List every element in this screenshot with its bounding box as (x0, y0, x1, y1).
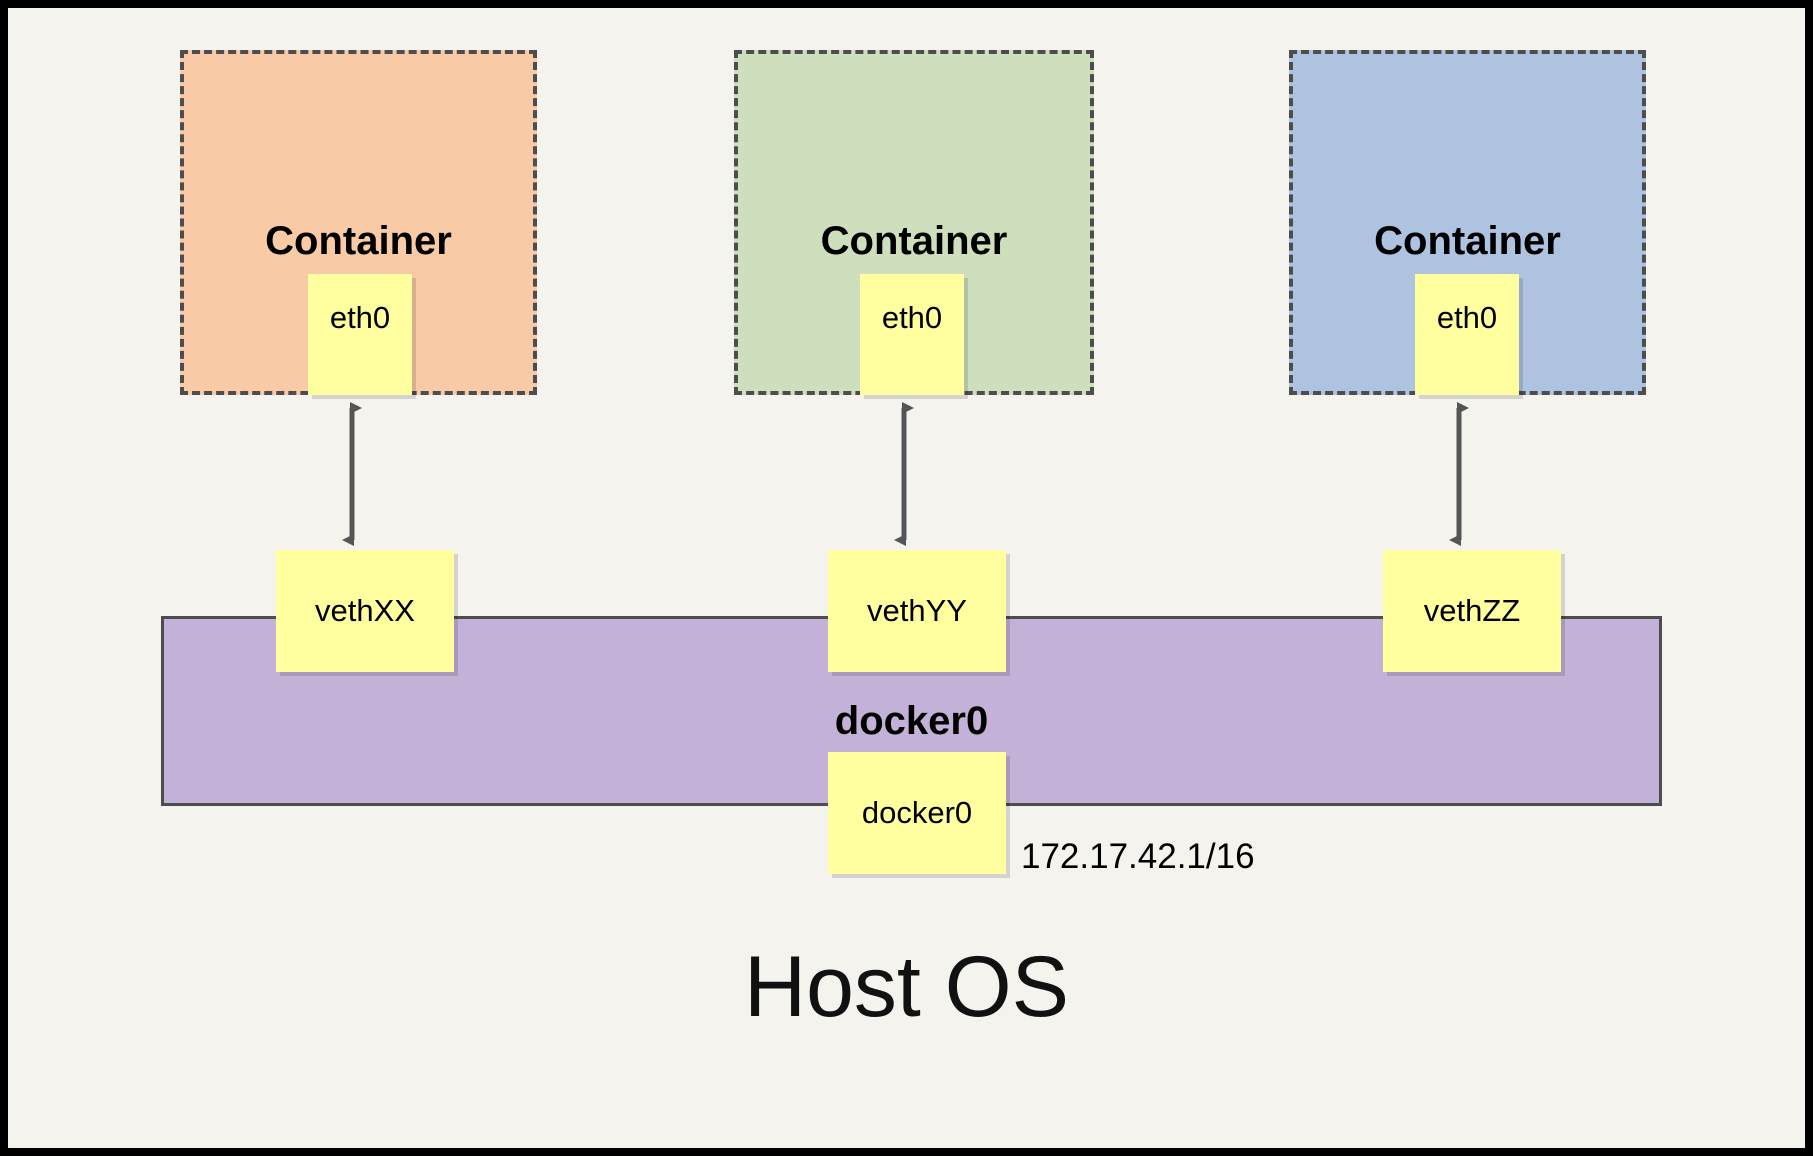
arrow-eth0-vethxx (342, 402, 362, 546)
veth-box-3: vethZZ (1383, 550, 1561, 672)
veth-box-1: vethXX (276, 550, 454, 672)
eth0-box-3: eth0 (1415, 274, 1519, 395)
eth0-box-2: eth0 (860, 274, 964, 395)
container-title-1: Container (265, 219, 452, 263)
eth0-box-1: eth0 (308, 274, 412, 395)
docker0-bridge-label: docker0 (834, 699, 989, 743)
container-title-2: Container (820, 219, 1008, 263)
docker0-ip-label: 172.17.42.1/16 (1021, 837, 1255, 876)
arrow-eth0-vethyy (894, 402, 914, 546)
arrow-eth0-vethzz (1449, 402, 1469, 546)
host-os-label: Host OS (744, 939, 1069, 1035)
docker0-port-box: docker0 (828, 752, 1006, 874)
container-title-3: Container (1374, 219, 1561, 263)
diagram-stage: Container eth0 Container eth0 Container … (8, 8, 1805, 1148)
veth-box-2: vethYY (828, 550, 1006, 672)
